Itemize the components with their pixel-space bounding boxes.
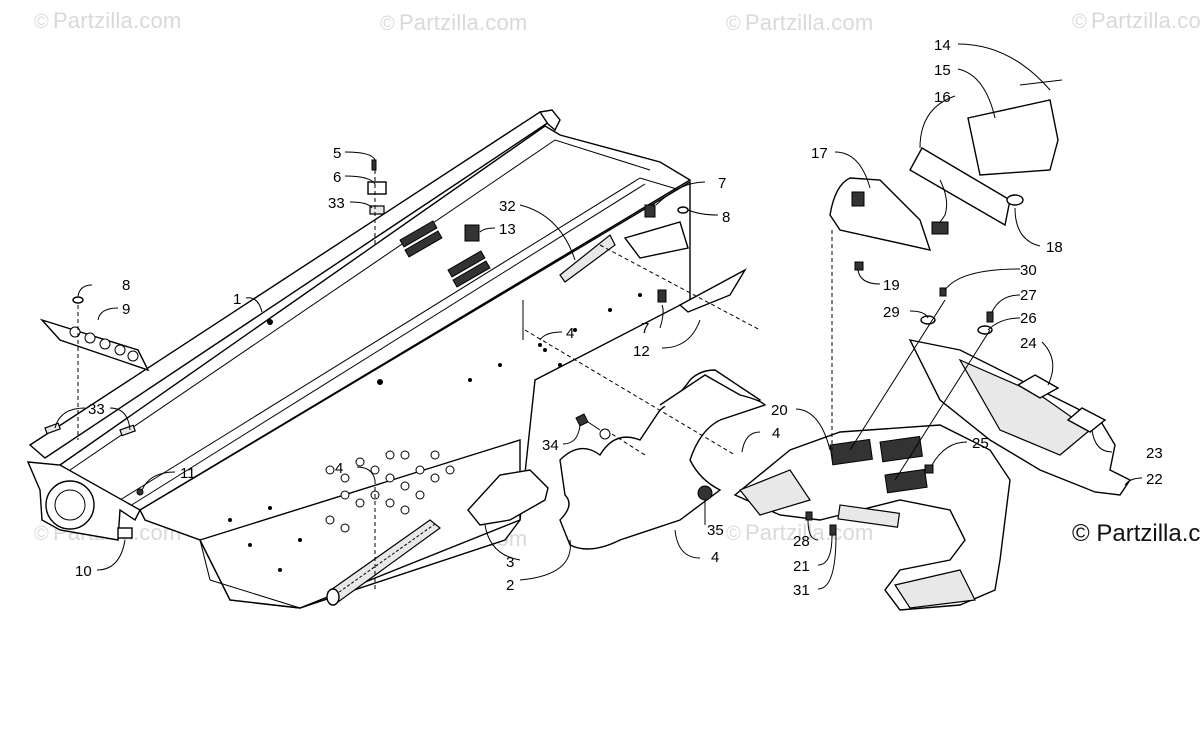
connector bbox=[931, 221, 949, 235]
rivet-part-5 bbox=[371, 159, 377, 171]
callout-14: 14 bbox=[934, 37, 951, 54]
callout-33: 33 bbox=[88, 401, 105, 418]
callout-labels: 1 2 3 4 4 4 4 5 6 7 7 8 8 9 10 11 12 13 … bbox=[75, 37, 1163, 599]
screw-part-27 bbox=[986, 311, 994, 323]
callout-25: 25 bbox=[972, 435, 989, 452]
callout-18: 18 bbox=[1046, 239, 1063, 256]
decal-part-24 bbox=[1016, 374, 1060, 399]
snowflap-part-2 bbox=[559, 369, 767, 550]
gasket-part-16 bbox=[909, 147, 1011, 227]
callout-19: 19 bbox=[883, 277, 900, 294]
callout-4: 4 bbox=[566, 325, 574, 342]
callout-17: 17 bbox=[811, 145, 828, 162]
callout-12: 12 bbox=[633, 343, 650, 360]
callout-8: 8 bbox=[722, 209, 730, 226]
callout-4: 4 bbox=[711, 549, 719, 566]
wall-holes bbox=[325, 450, 455, 533]
screw-part-14 bbox=[1019, 79, 1063, 86]
callout-29: 29 bbox=[883, 304, 900, 321]
tunnel-part bbox=[26, 109, 692, 609]
pad-part-33 bbox=[44, 422, 61, 435]
callout-27: 27 bbox=[1020, 287, 1037, 304]
bracket-part-9 bbox=[39, 318, 150, 372]
rear-bumper-part-20 bbox=[733, 424, 1011, 611]
decal-part-23 bbox=[1066, 407, 1107, 433]
callout-34: 34 bbox=[542, 437, 559, 454]
nut-part-25 bbox=[924, 464, 934, 474]
callout-5: 5 bbox=[333, 145, 341, 162]
bulb-part-18 bbox=[1006, 194, 1024, 206]
callout-4: 4 bbox=[772, 425, 780, 442]
washer-part-8 bbox=[72, 296, 84, 304]
callout-11: 11 bbox=[180, 465, 196, 482]
pad-part-33 bbox=[369, 205, 385, 215]
washer-part-8b bbox=[677, 206, 689, 214]
plate-part-6 bbox=[367, 181, 387, 195]
callout-2: 2 bbox=[506, 577, 514, 594]
reflector-part-32 bbox=[559, 234, 616, 283]
screw-part-7b bbox=[657, 289, 667, 303]
housing-part-17 bbox=[829, 177, 932, 251]
screw-part-31 bbox=[829, 524, 837, 536]
callout-13: 13 bbox=[499, 221, 516, 238]
callout-31: 31 bbox=[793, 582, 810, 599]
bracket-part-3 bbox=[467, 469, 549, 526]
callout-32: 32 bbox=[499, 198, 516, 215]
decal-part-12b bbox=[623, 221, 689, 259]
callout-21: 21 bbox=[793, 558, 810, 575]
block-part-13 bbox=[464, 224, 480, 242]
snowflap-part-22 bbox=[908, 339, 1132, 496]
callout-10: 10 bbox=[75, 563, 92, 580]
taillight-assembly bbox=[829, 79, 1063, 271]
nut-part-35 bbox=[697, 485, 713, 501]
socket bbox=[851, 191, 865, 207]
callout-1: 1 bbox=[233, 291, 241, 308]
callout-15: 15 bbox=[934, 62, 951, 79]
callout-7: 7 bbox=[718, 175, 726, 192]
watermark: ©Partzilla.com bbox=[1072, 8, 1200, 33]
watermark: ©Partzilla.com bbox=[380, 10, 528, 35]
pad-part-33 bbox=[119, 424, 136, 437]
taillight-lens-part-15 bbox=[967, 99, 1059, 176]
callout-30: 30 bbox=[1020, 262, 1037, 279]
clip-part-11 bbox=[136, 488, 144, 496]
screw-part-28 bbox=[805, 511, 813, 521]
washer-part-34 bbox=[599, 428, 611, 440]
leader-lines bbox=[54, 43, 1143, 590]
callout-16: 16 bbox=[934, 89, 951, 106]
callout-6: 6 bbox=[333, 169, 341, 186]
nut-part-19 bbox=[854, 261, 864, 271]
callout-20: 20 bbox=[771, 402, 788, 419]
copyright-label: © Partzilla.com bbox=[1072, 520, 1200, 547]
callout-35: 35 bbox=[707, 522, 724, 539]
screw-part-34 bbox=[575, 413, 589, 427]
callout-33: 33 bbox=[328, 195, 345, 212]
watermark: ©Partzilla.com bbox=[34, 8, 182, 33]
screw-part-7 bbox=[644, 204, 656, 218]
callout-28: 28 bbox=[793, 533, 810, 550]
callout-9: 9 bbox=[122, 301, 130, 318]
part-10 bbox=[117, 527, 133, 539]
callout-26: 26 bbox=[1020, 310, 1037, 327]
screw-part-30 bbox=[939, 287, 947, 297]
callout-7: 7 bbox=[641, 320, 649, 337]
callout-4: 4 bbox=[335, 460, 343, 477]
watermark: ©Partzilla.com bbox=[726, 10, 874, 35]
callout-23: 23 bbox=[1146, 445, 1163, 462]
callout-22: 22 bbox=[1146, 471, 1163, 488]
callout-8: 8 bbox=[122, 277, 130, 294]
heat-exchanger-coil bbox=[326, 519, 441, 606]
wall-rivets bbox=[228, 293, 642, 572]
callout-3: 3 bbox=[506, 554, 514, 571]
decal-part-12 bbox=[678, 268, 747, 313]
callout-24: 24 bbox=[1020, 335, 1037, 352]
